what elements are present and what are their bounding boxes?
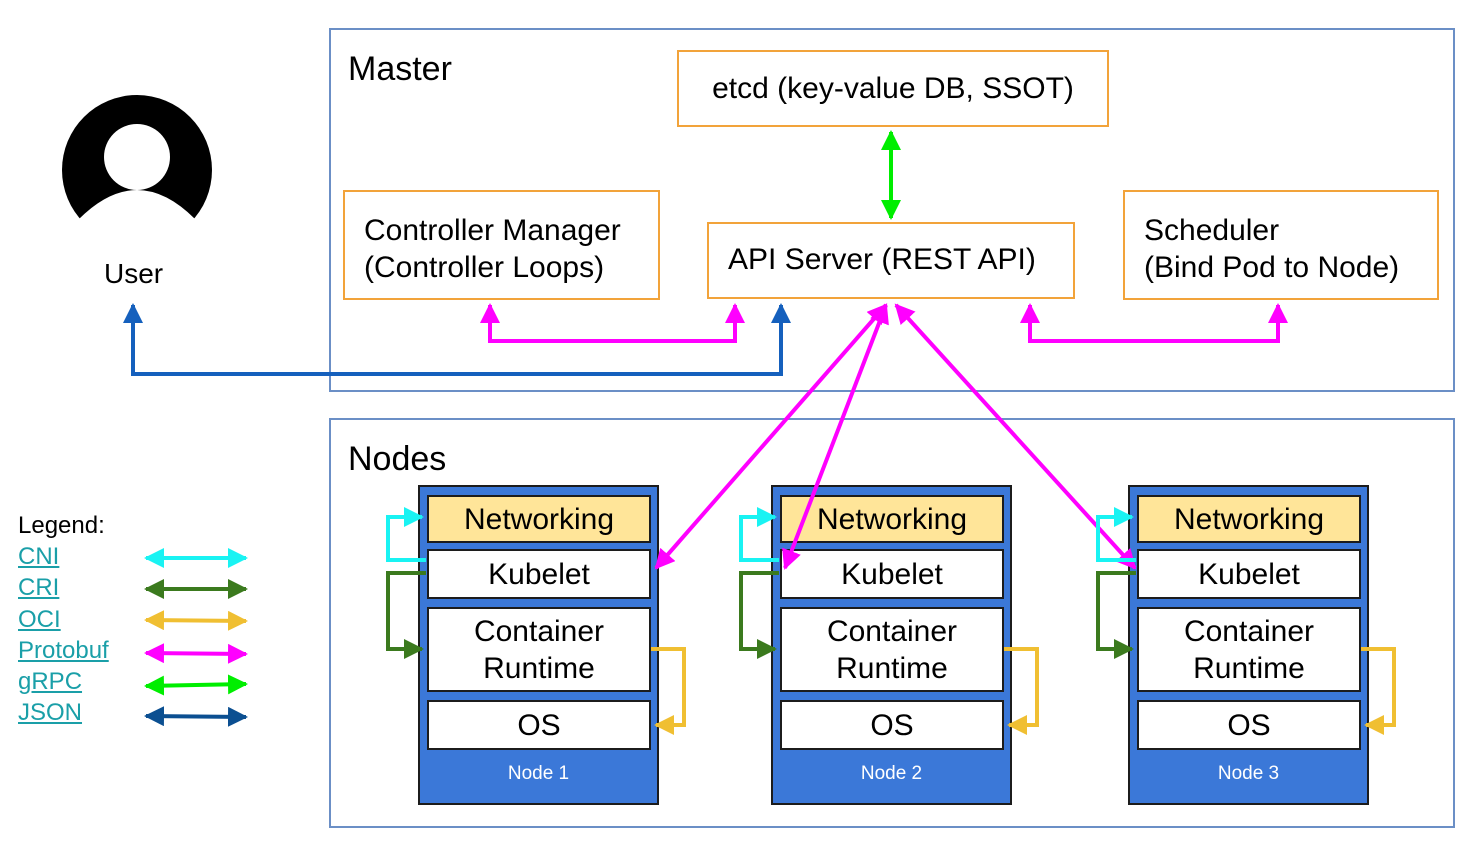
- api-server-label: API Server (REST API): [728, 243, 1036, 276]
- legend-protobuf[interactable]: Protobuf: [18, 637, 109, 664]
- node-1-cni-arrow: [386, 507, 426, 562]
- api-server-box: API Server (REST API): [707, 222, 1075, 299]
- legend-json[interactable]: JSON: [18, 699, 83, 726]
- node-1-kubelet: Kubelet: [427, 549, 651, 599]
- controller-loops-label: (Controller Loops): [364, 251, 605, 284]
- node-2-oci-arrow: [1004, 647, 1039, 735]
- scheduler-desc-label: (Bind Pod to Node): [1144, 251, 1400, 284]
- legend-json-swatch: [144, 706, 248, 727]
- node-2-cni-arrow: [739, 507, 779, 562]
- legend-protobuf-swatch: [144, 643, 248, 664]
- node-3-os: OS: [1137, 700, 1361, 750]
- node-2-os: OS: [780, 700, 1004, 750]
- controller-api-arrow: [480, 303, 745, 343]
- legend-title: Legend:: [18, 512, 105, 539]
- node-2-label: Node 2: [860, 763, 923, 784]
- api-kubelet-1-arrow: [654, 303, 888, 570]
- node-2-runtime-line-1: Container: [826, 614, 958, 648]
- node-3-oci-arrow: [1361, 647, 1396, 735]
- node-2-runtime-line-2: Runtime: [836, 651, 948, 685]
- legend-cri[interactable]: CRI: [18, 574, 60, 601]
- node-1-os: OS: [427, 700, 651, 750]
- node-2-container-runtime: Container Runtime: [780, 607, 1004, 692]
- legend-grpc[interactable]: gRPC: [18, 668, 83, 695]
- node-3-runtime-line-1: Container: [1183, 614, 1315, 648]
- controller-manager-label: Controller Manager: [364, 214, 621, 247]
- nodes-panel: [329, 418, 1455, 828]
- legend-oci[interactable]: OCI: [18, 606, 61, 633]
- etcd-label: etcd (key-value DB, SSOT): [712, 71, 1074, 105]
- node-1-networking: Networking: [427, 495, 651, 543]
- scheduler-box: Scheduler (Bind Pod to Node): [1123, 190, 1439, 300]
- master-panel: [329, 28, 1455, 392]
- node-3-container-runtime: Container Runtime: [1137, 607, 1361, 692]
- scheduler-label: Scheduler: [1144, 214, 1280, 247]
- user-avatar-icon: [62, 95, 212, 247]
- node-3-runtime-line-2: Runtime: [1193, 651, 1305, 685]
- node-3-kubelet: Kubelet: [1137, 549, 1361, 599]
- scheduler-api-arrow: [1020, 303, 1288, 343]
- controller-manager-box: Controller Manager (Controller Loops): [343, 190, 660, 300]
- api-kubelet-2-arrow: [782, 303, 889, 570]
- node-1-container-runtime: Container Runtime: [427, 607, 651, 692]
- master-title: Master: [348, 50, 452, 88]
- user-label: User: [104, 258, 164, 289]
- node-1-label: Node 1: [507, 763, 570, 784]
- node-1-cri-arrow: [386, 571, 426, 659]
- node-3-label: Node 3: [1217, 763, 1280, 784]
- legend-cni[interactable]: CNI: [18, 543, 60, 570]
- node-3-cni-arrow: [1096, 507, 1136, 562]
- node-3-networking: Networking: [1137, 495, 1361, 543]
- node-1-runtime-line-1: Container: [473, 614, 605, 648]
- node-1-oci-arrow: [651, 647, 686, 735]
- legend-oci-swatch: [144, 610, 248, 631]
- node-1-runtime-line-2: Runtime: [483, 651, 595, 685]
- node-1: Networking Kubelet Container Runtime OS …: [418, 485, 659, 805]
- api-kubelet-3-arrow: [894, 303, 1137, 570]
- node-2-cri-arrow: [739, 571, 779, 659]
- etcd-box: etcd (key-value DB, SSOT): [677, 50, 1109, 127]
- node-3-cri-arrow: [1096, 571, 1136, 659]
- node-3: Networking Kubelet Container Runtime OS …: [1128, 485, 1369, 805]
- nodes-title: Nodes: [348, 440, 447, 478]
- legend-grpc-swatch: [144, 674, 248, 696]
